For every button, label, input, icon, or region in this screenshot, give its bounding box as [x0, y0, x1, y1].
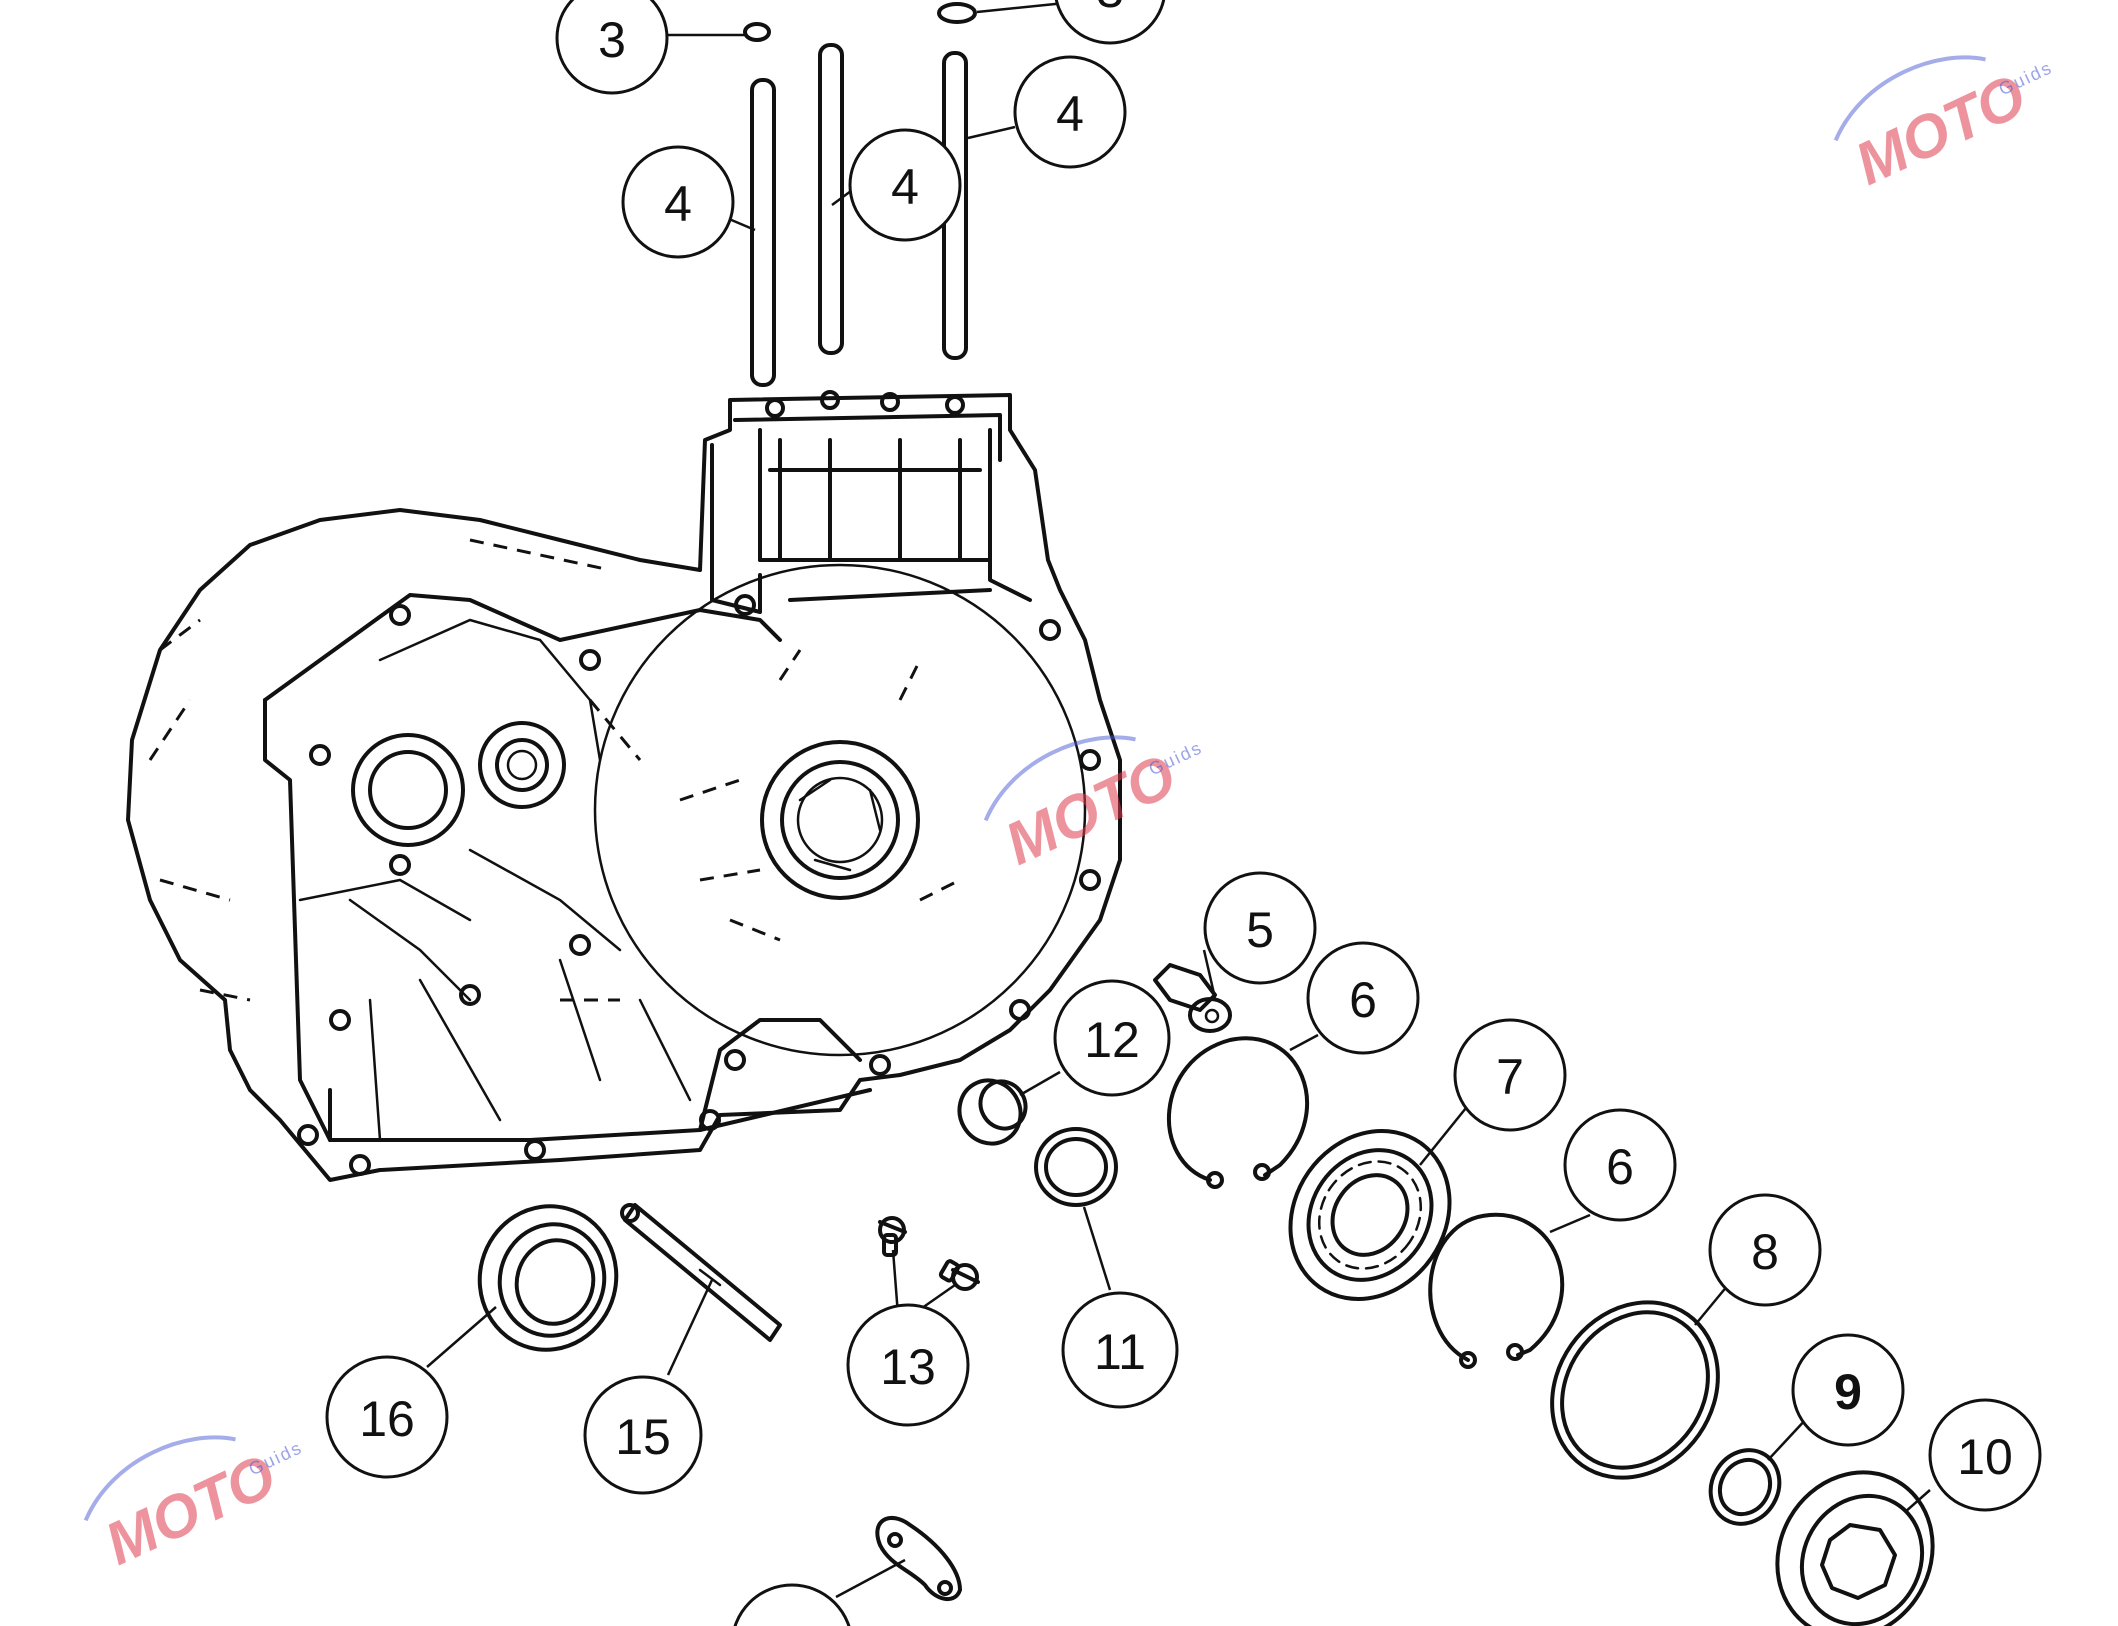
- bolt-part-13: [878, 1216, 980, 1291]
- seal-part-16: [477, 1204, 619, 1352]
- callout-3b: 3: [1054, 0, 1166, 45]
- dowel-part-15: [620, 1203, 782, 1342]
- callout-14: 14: [733, 1583, 851, 1626]
- callout-label: 11: [1094, 1324, 1146, 1380]
- callout-15: 15: [583, 1375, 703, 1495]
- oring-part-8: [1550, 1300, 1720, 1480]
- callout-label: 4: [664, 176, 692, 232]
- callout-8: 8: [1708, 1193, 1822, 1307]
- callout-label: 9: [1834, 1364, 1862, 1420]
- callout-16: 16: [325, 1355, 449, 1479]
- callout-label: 6: [1349, 972, 1377, 1028]
- callout-label: 5: [1246, 902, 1274, 958]
- callout-label: 6: [1606, 1139, 1634, 1195]
- bearing-part-7: [1288, 1129, 1452, 1301]
- watermark-top-right: MOTO Guids: [1833, 55, 2056, 198]
- bolt-holes: [297, 390, 1101, 1176]
- callout-label: 4: [1056, 86, 1084, 142]
- callout-label: 3: [598, 12, 626, 68]
- callout-label: 3: [1096, 0, 1124, 18]
- callout-13: 13: [846, 1303, 970, 1427]
- bracket-part-14: [875, 1515, 962, 1601]
- seal-part-10: [1775, 1470, 1935, 1626]
- callout-label: 13: [880, 1339, 936, 1395]
- circlip-part-6b: [1428, 1212, 1565, 1369]
- callout-12: 12: [1053, 979, 1171, 1097]
- callout-label: 8: [1751, 1224, 1779, 1280]
- watermark-bottom-left: MOTO Guids: [83, 1435, 306, 1578]
- callout-3: 3: [555, 0, 669, 95]
- bushing-part-12: [957, 1078, 1028, 1146]
- washer-part-3: [743, 2, 977, 42]
- callout-label: 7: [1496, 1049, 1524, 1105]
- circlip-part-6a: [1166, 1036, 1309, 1189]
- crankcase-housing: [126, 390, 1122, 1182]
- callout-label: 14: [764, 1619, 820, 1626]
- washer-part-9: [1708, 1448, 1782, 1526]
- callout-9: 9: [1791, 1333, 1905, 1447]
- callout-4c: 4: [1013, 55, 1127, 169]
- callout-label: 15: [615, 1409, 671, 1465]
- callout-4b: 4: [848, 128, 962, 242]
- callout-7: 7: [1453, 1018, 1567, 1132]
- oring-part-11: [1034, 1127, 1118, 1207]
- callout-4a: 4: [621, 145, 735, 259]
- callout-label: 16: [359, 1391, 415, 1447]
- callout-6a: 6: [1306, 941, 1420, 1055]
- callout-label: 10: [1957, 1429, 2013, 1485]
- callout-11: 11: [1061, 1291, 1179, 1409]
- callout-label: 4: [891, 159, 919, 215]
- callout-5: 5: [1203, 871, 1317, 985]
- callout-label: 12: [1084, 1012, 1140, 1068]
- watermark-center: MOTO Guids: [983, 735, 1206, 878]
- callout-10: 10: [1928, 1398, 2042, 1512]
- callout-6b: 6: [1563, 1108, 1677, 1222]
